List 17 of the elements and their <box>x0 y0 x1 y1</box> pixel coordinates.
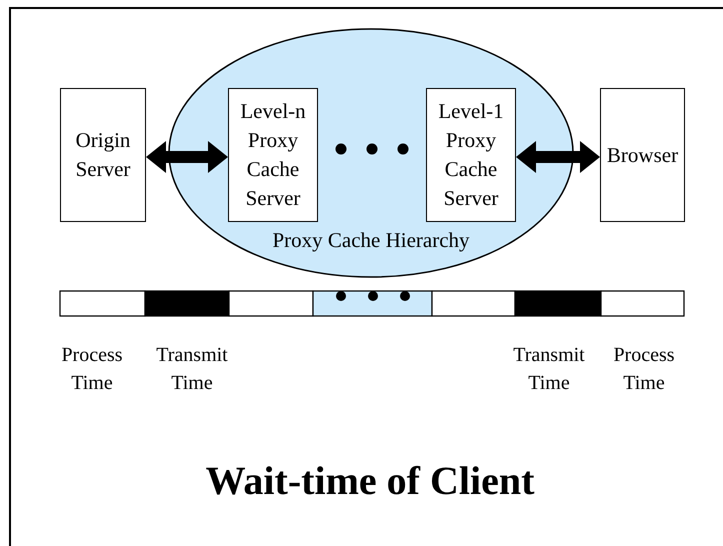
node-label: Level-n Proxy Cache Server <box>239 98 307 212</box>
browser-box <box>600 88 685 222</box>
timeline-label: Process Time <box>60 343 124 396</box>
node-label: Origin Server <box>74 127 132 183</box>
proxy-server-box <box>228 88 318 222</box>
double-arrow <box>516 141 600 173</box>
hierarchy-ellipse <box>168 28 574 278</box>
caption: Wait-time of Client <box>204 457 536 505</box>
timeline-label: Process Time <box>612 343 676 396</box>
group-title: Proxy Cache Hierarchy <box>271 227 471 254</box>
proxy-server-box <box>426 88 516 222</box>
node-label: Level-1 Proxy Cache Server <box>437 98 505 212</box>
timeline-label: Transmit Time <box>155 343 229 396</box>
server-box <box>60 88 146 222</box>
node-label: Browser <box>606 142 680 168</box>
double-arrow <box>146 141 228 173</box>
timeline-label: Transmit Time <box>512 343 586 396</box>
